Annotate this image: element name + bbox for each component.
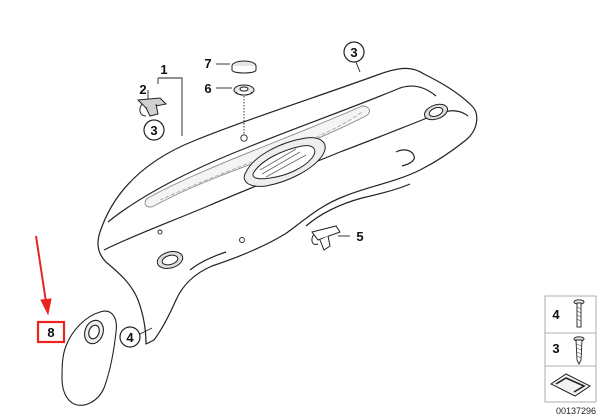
callout-circle-3-top: [343, 41, 365, 63]
callout-label-5: 5: [356, 229, 363, 244]
clip-part-2: [136, 97, 168, 117]
callout-label-6: 6: [204, 81, 211, 96]
callout-label-1: 1: [160, 62, 167, 77]
clip-icon: [550, 373, 591, 397]
screw-icon: [573, 299, 585, 328]
callout-label-3-small: 3: [150, 123, 157, 138]
grommet-part-6: [233, 84, 255, 96]
callout-circle-4: [119, 326, 141, 348]
clip-part-5: [311, 225, 341, 251]
catalog-number: 00137296: [556, 406, 596, 416]
fastener-legend: 4 3: [544, 295, 597, 403]
legend-label-3: 3: [552, 341, 559, 356]
screw-icon: [573, 336, 585, 366]
callout-label-8: 8: [47, 325, 54, 340]
left-round-vent: [156, 251, 184, 269]
center-air-vent: [243, 137, 326, 187]
callout-circle-3-small: [143, 119, 165, 141]
callout-label-2: 2: [139, 82, 146, 97]
right-round-vent: [423, 103, 449, 121]
leader-lines: [139, 61, 361, 335]
callout-label-3-top: 3: [350, 45, 357, 60]
legend-label-4: 4: [552, 307, 560, 322]
callout-label-4: 4: [126, 330, 134, 345]
mount-hole: [157, 134, 248, 243]
highlight-box: [36, 320, 66, 344]
dashboard-panel: [97, 67, 478, 345]
callout-label-7: 7: [204, 56, 211, 71]
cap-part-7: [231, 60, 257, 74]
side-trim-cover-part-8: [61, 310, 117, 406]
highlight-arrow: [35, 235, 52, 316]
